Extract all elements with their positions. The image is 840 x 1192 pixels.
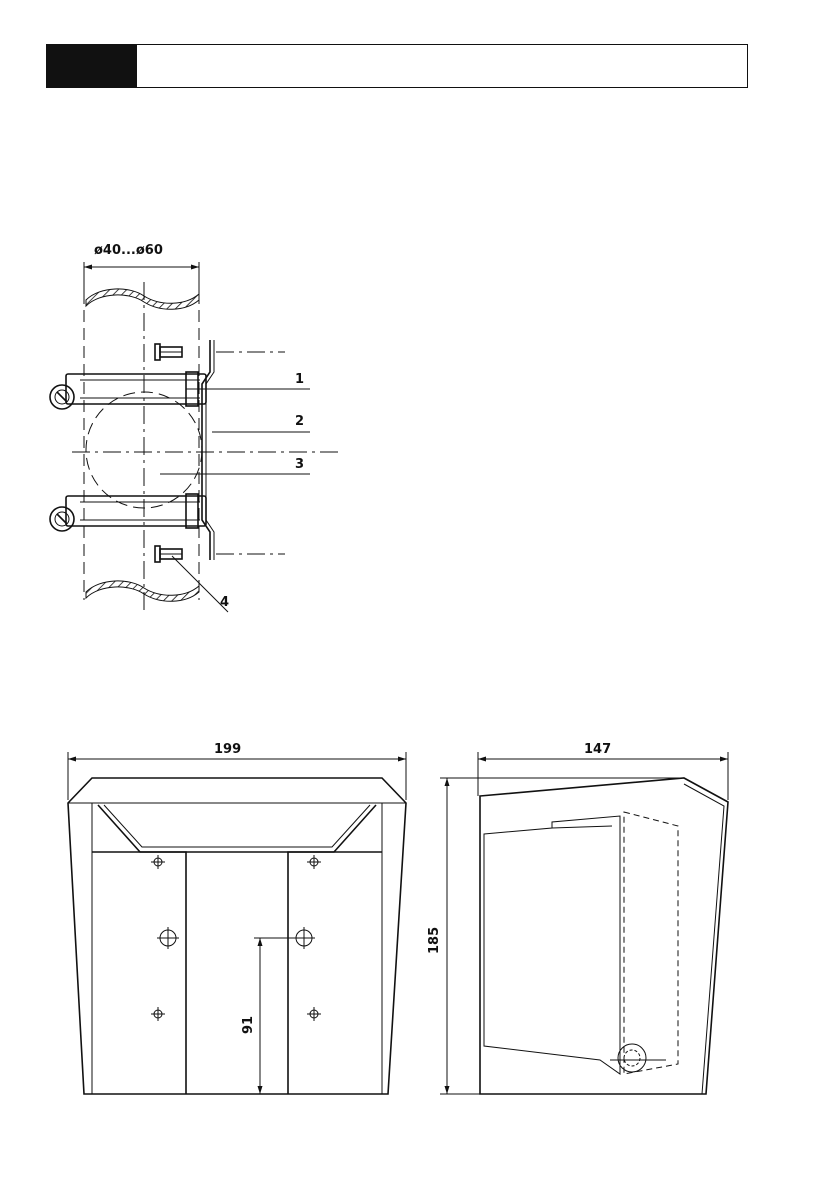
hood-side-view: 147 185 <box>427 742 728 1094</box>
diameter-label: ø40...ø60 <box>94 243 163 258</box>
screw-top <box>155 344 285 360</box>
height-label: 185 <box>427 927 442 954</box>
callout-1: 1 <box>295 372 304 387</box>
pipe-clamp-bottom <box>50 494 206 531</box>
pole-mount-drawing: ø40...ø60 <box>50 243 340 615</box>
callout-2: 2 <box>295 414 304 429</box>
hood-front-view: 199 91 <box>68 742 406 1094</box>
screw-bottom <box>155 546 285 562</box>
device-side-outline <box>484 812 678 1074</box>
hole-spacing-label: 91 <box>241 1016 256 1034</box>
callout-4: 4 <box>220 595 229 610</box>
width-label: 199 <box>214 742 241 757</box>
bracket-right <box>288 852 382 1094</box>
diameter-dimension: ø40...ø60 <box>84 243 199 292</box>
bracket-left <box>92 852 186 1094</box>
pole-section-top <box>86 289 199 309</box>
pipe-clamp-top <box>50 372 206 409</box>
pole-section-bottom <box>86 581 199 601</box>
hood-side-outline <box>480 778 728 1094</box>
hood-outer-body <box>68 778 406 1094</box>
callout-3: 3 <box>295 457 304 472</box>
depth-label: 147 <box>584 742 611 757</box>
